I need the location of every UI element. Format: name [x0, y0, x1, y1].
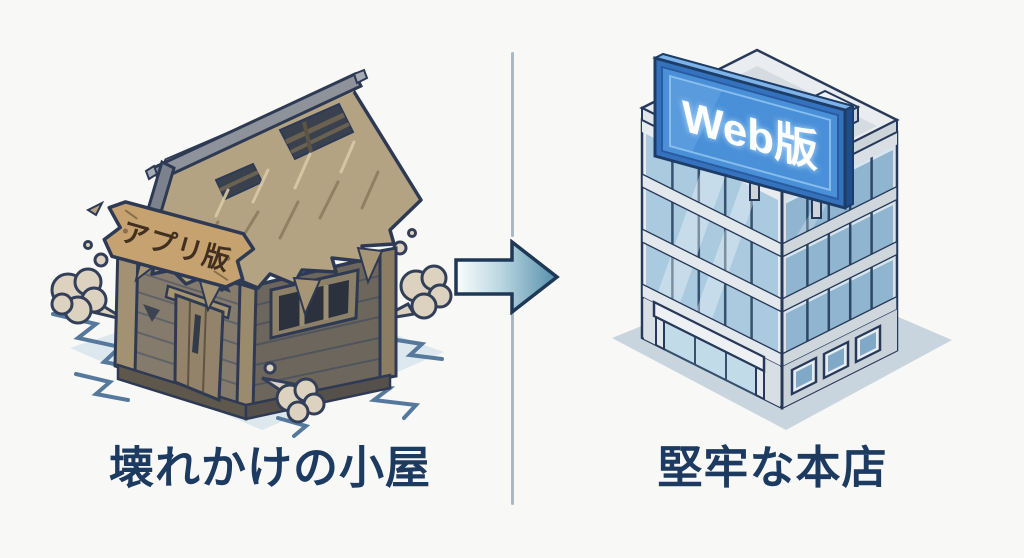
- right-arrow-icon: [454, 239, 560, 315]
- broken-hut-illustration: アプリ版: [50, 68, 453, 438]
- vertical-divider-top: [511, 52, 514, 237]
- office-building-illustration: Web版 Web版: [612, 48, 952, 430]
- vertical-divider-bottom: [511, 307, 514, 505]
- entrance-canopy: [652, 300, 766, 373]
- flying-debris: [85, 200, 105, 217]
- hut-window-glass: [279, 280, 349, 331]
- left-caption: 壊れかけの小屋: [108, 442, 431, 493]
- ground-floor-windows: [782, 309, 897, 409]
- dust-puff-bottom: [261, 361, 326, 424]
- hut-door-crack: [192, 314, 201, 354]
- hut-corner-post-right: [378, 246, 398, 381]
- hut-sign: アプリ版: [102, 200, 256, 289]
- billboard: Web版 Web版: [653, 56, 847, 210]
- hut-corner-post-front: [235, 281, 258, 413]
- hut-sign-plank: [102, 200, 256, 289]
- left-floor-bands: [641, 172, 783, 369]
- building-entrance: [644, 297, 780, 407]
- hut-door: [173, 292, 225, 403]
- right-caption: 堅牢な本店: [657, 442, 888, 493]
- dust-puff-left: [50, 240, 127, 325]
- building-left-face: [640, 118, 784, 410]
- hut-door-planks: [187, 299, 207, 394]
